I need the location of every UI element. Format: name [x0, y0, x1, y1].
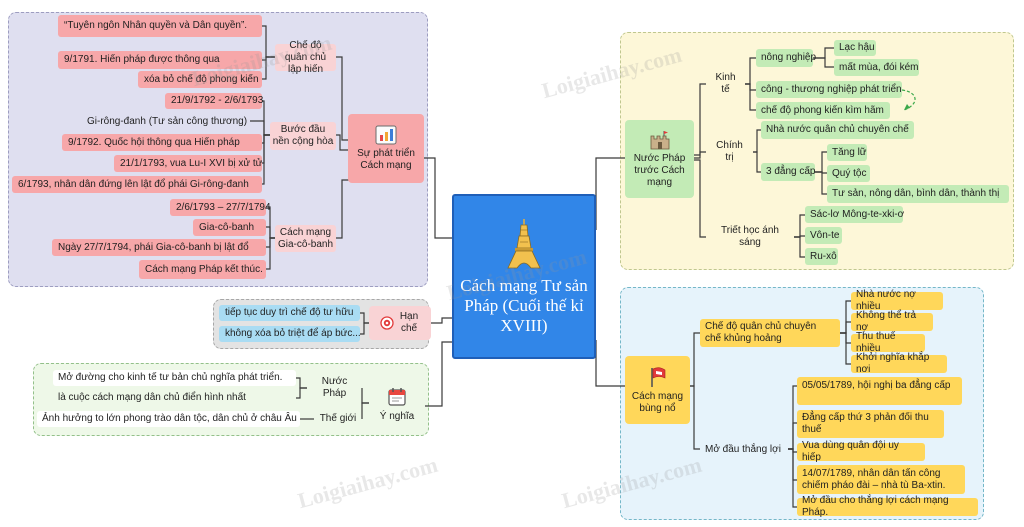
item-mo-dau-thang-loi-cm: Mở đầu cho thắng lợi cách mạng Pháp. [797, 495, 978, 518]
node-triet-hoc: Triết học ánh sáng [721, 225, 779, 248]
item-quy-toc: Quý tộc [827, 165, 870, 182]
item-tuyen-ngon: “Tuyên ngôn Nhân quyền và Dân quyền”. [58, 15, 262, 37]
castle-icon [650, 130, 669, 149]
item-no-nhieu: Nhà nước nợ nhiều [851, 289, 943, 312]
node-khung-hoang: Chế độ quân chủ chuyên chế khủng hoảng [700, 319, 840, 347]
item-anh-huong-chau-au: Ảnh hưởng to lớn phong trào dân tộc, dân… [37, 411, 300, 427]
item-xoa-bo-phong-kien: xóa bỏ chế độ phong kiến [138, 71, 262, 88]
item-phong-kien-kim-ham: chế độ phong kiến kìm hãm [756, 102, 890, 119]
item-quoc-hoi-hien-phap: 9/1792. Quốc hội thông qua Hiến pháp [62, 134, 262, 151]
item-ru-xo: Ru-xô [805, 248, 838, 265]
node-y-nghia-nuoc-phap: Nước Pháp [321, 376, 348, 399]
hub-y-nghia-label: Ý nghĩa [379, 411, 415, 422]
target-icon [380, 316, 394, 330]
node-3-dang-cap: 3 đẳng cấp [761, 163, 816, 181]
item-volte: Vôn-te [805, 227, 842, 244]
item-nhan-dan-lat-do: 6/1793, nhân dân đứng lên lật đổ phái Gi… [12, 176, 262, 193]
item-cong-thuong-nghiep: công - thương nghiệp phát triển [756, 81, 902, 98]
hub-su-phat-trien: Sự phát triển Cách mạng [348, 114, 424, 183]
item-mat-mua: mất mùa, đói kém [834, 59, 919, 76]
item-hien-phap-1791: 9/1791. Hiến pháp được thông qua [58, 51, 262, 69]
item-khong-xoa-bo: không xóa bỏ triệt để áp bức... [219, 326, 361, 342]
center-title: Cách mạng Tư sản Pháp (Cuối thế kỉ XVIII… [460, 275, 588, 335]
hub-su-phat-trien-label: Sự phát triển Cách mạng [357, 148, 415, 171]
eiffel-tower-icon [507, 218, 541, 268]
item-tu-san-nong-dan: Tư sản, nông dân, bình dân, thành thị [827, 185, 1009, 203]
item-hoi-nghi-ba-dang-cap: 05/05/1789, hội nghị ba đẳng cấp [797, 377, 962, 405]
notebook-icon [388, 388, 406, 406]
node-y-nghia-the-gioi: Thế giới [319, 413, 357, 424]
flag-icon [650, 366, 665, 387]
hub-cach-mang-bung-no: Cách mạng bùng nổ [625, 356, 690, 424]
node-che-do-quan-chu-lap-hien: Chế độ quân chủ lập hiến [275, 40, 336, 75]
node-chinh-tri: Chính trị [716, 140, 743, 163]
node-mo-dau-thang-loi: Mở đầu thắng lợi [705, 443, 781, 455]
node-buoc-dau-nen-cong-hoa: Bước đầu nền cộng hòa [270, 122, 336, 150]
item-vua-lu-i-xu-tu: 21/1/1793, vua Lu-I XVI bị xử tử [114, 155, 262, 172]
item-gi-rong-danh: Gi-rông-đanh (Tư sản công thương) [87, 115, 248, 127]
hub-nuoc-phap-truoc: Nước Pháp trước Cách mạng [625, 120, 694, 198]
node-kinh-te: Kinh tế [715, 72, 736, 95]
item-vua-dung-quan-doi: Vua dùng quân đội uy hiếp [797, 440, 925, 463]
item-mo-duong-kinh-te: Mở đường cho kinh tế tư bản chủ nghĩa ph… [53, 370, 296, 386]
item-21-9-1792: 21/9/1792 - 2/6/1793 [165, 93, 263, 109]
hub-han-che: Hạn chế [369, 306, 431, 340]
item-montesquieu: Sác-lơ Mông-te-xki-ơ [805, 206, 904, 223]
item-dang-cap-thu-3: Đẳng cấp thứ 3 phản đối thu thuế [797, 410, 944, 438]
hub-han-che-label: Hạn chế [399, 311, 419, 334]
item-quan-chu-chuyen-che: Nhà nước quân chủ chuyên chế [761, 121, 914, 139]
item-tang-lu: Tăng lữ [827, 144, 867, 161]
hub-cach-mang-bung-no-label: Cách mạng bùng nổ [631, 390, 684, 414]
item-tan-cong-ba-xtin: 14/07/1789, nhân dân tấn công chiếm pháo… [797, 465, 965, 494]
item-27-7-1794: Ngày 27/7/1794, phái Gia-cô-banh bị lật … [52, 239, 266, 256]
hub-y-nghia: Ý nghĩa [369, 380, 425, 430]
item-2-6-1793: 2/6/1793 – 27/7/1794 [170, 199, 271, 216]
bar-chart-icon [375, 125, 397, 145]
item-cach-mang-ket-thuc: Cách mạng Pháp kết thúc. [139, 260, 266, 279]
node-nong-nghiep: nông nghiệp [756, 49, 816, 67]
item-khong-tra-no: Không thể trả nợ [851, 310, 933, 333]
hub-nuoc-phap-truoc-label: Nước Pháp trước Cách mạng [633, 152, 686, 188]
item-khoi-nghia: Khởi nghĩa khắp nơi [851, 352, 947, 375]
item-lac-hau: Lạc hậu [834, 40, 876, 56]
item-duy-tri-tu-huu: tiếp tục duy trì chế độ tư hữu [219, 305, 360, 321]
item-dien-hinh-nhat: là cuộc cách mạng dân chủ điển hình nhất [58, 392, 246, 403]
node-cach-mang-gia-co-banh: Cách mạng Gia-cô-banh [275, 225, 336, 252]
item-thu-thue: Thu thuế nhiều [851, 331, 925, 354]
item-gia-co-banh: Gia-cô-banh [193, 219, 266, 236]
center-topic: Cách mạng Tư sản Pháp (Cuối thế kỉ XVIII… [452, 194, 596, 359]
